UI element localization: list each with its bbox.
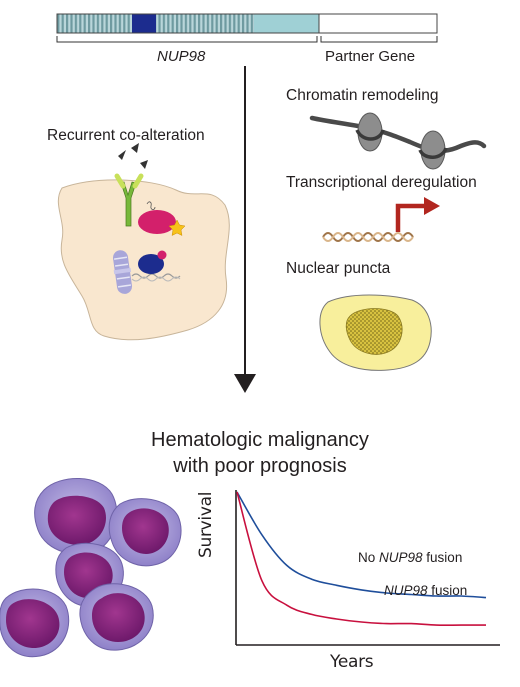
transcriptional-label: Transcriptional deregulation <box>286 174 477 191</box>
survival-chart <box>235 490 500 646</box>
legend-no-fusion-prefix: No <box>358 550 380 565</box>
partner-gene-region <box>319 14 437 33</box>
legend-no-fusion: No NUP98 fusion <box>358 550 462 565</box>
chromatin-label: Chromatin remodeling <box>286 87 439 104</box>
partner-bracket <box>320 36 438 43</box>
partner-gene-label: Partner Gene <box>325 48 416 65</box>
legend-no-fusion-gene: NUP98 <box>379 550 423 565</box>
x-axis-label: Years <box>330 652 374 672</box>
blast-cell <box>34 478 118 555</box>
nuclear-puncta-icon <box>319 294 432 371</box>
coalteration-cell-icon <box>57 143 230 341</box>
fusion-gene-bar <box>56 13 438 43</box>
transcription-icon <box>322 197 440 242</box>
blast-cell <box>0 588 70 658</box>
coalteration-label: Recurrent co-alteration <box>47 127 205 144</box>
legend-fusion-suffix: fusion <box>427 583 468 598</box>
legend-no-fusion-suffix: fusion <box>422 550 463 565</box>
legend-fusion: NUP98 fusion <box>384 583 467 598</box>
nup98-bracket <box>56 36 318 43</box>
puncta-label: Nuclear puncta <box>286 260 391 277</box>
down-arrow-icon <box>234 66 256 393</box>
outcome-title-line2: with poor prognosis <box>173 455 347 477</box>
nup98-dark-domain <box>132 14 156 33</box>
blast-cell <box>79 583 154 651</box>
nup98-label: NUP98 <box>157 48 206 65</box>
nup98-light-domain <box>254 14 319 33</box>
outcome-title: Hematologic malignancy with poor prognos… <box>105 427 415 479</box>
blast-cell <box>108 498 182 567</box>
blast-cells-icon <box>0 478 182 658</box>
series-no-fusion-line <box>236 491 487 599</box>
y-axis-label: Survival <box>196 491 216 558</box>
series-fusion-line <box>236 491 486 627</box>
outcome-title-line1: Hematologic malignancy <box>151 429 369 451</box>
legend-fusion-gene: NUP98 <box>384 583 428 598</box>
nup98-repeat-region <box>57 14 319 33</box>
chromatin-icon <box>309 112 487 170</box>
